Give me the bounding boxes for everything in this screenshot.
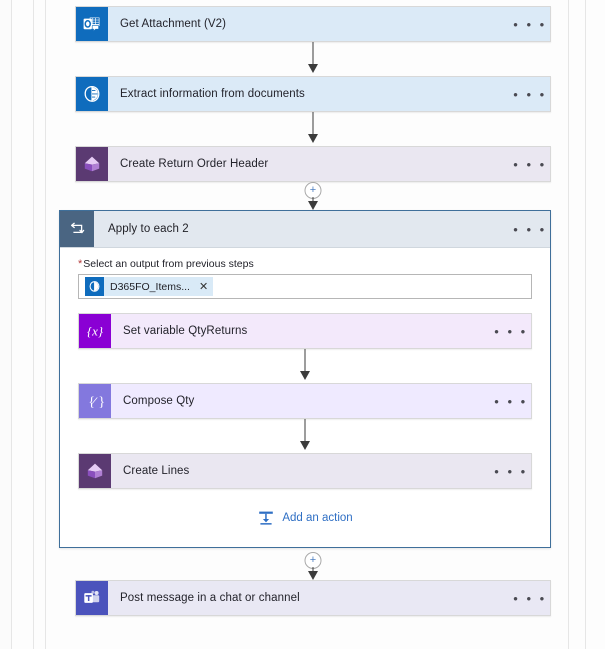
- connector-line: [304, 419, 306, 443]
- action-title: Create Return Order Header: [120, 158, 269, 170]
- add-an-action-label: Add an action: [282, 512, 353, 524]
- connector-insert-step-1[interactable]: +: [75, 182, 551, 210]
- select-output-input[interactable]: D365FO_Items... ✕: [78, 274, 532, 299]
- scope-overflow-menu[interactable]: • • •: [513, 221, 547, 237]
- token-remove-icon[interactable]: ✕: [198, 281, 209, 293]
- action-overflow-menu[interactable]: • • •: [513, 590, 547, 606]
- action-overflow-menu[interactable]: • • •: [513, 156, 547, 172]
- connector-arrowhead: [308, 64, 318, 73]
- action-overflow-menu[interactable]: • • •: [494, 393, 528, 409]
- action-overflow-menu[interactable]: • • •: [494, 323, 528, 339]
- action-card-extract-information[interactable]: Extract information from documents • • •: [75, 76, 551, 112]
- canvas-rail-2: [33, 0, 34, 649]
- scope-body: * Select an output from previous steps D…: [60, 248, 550, 547]
- scope-children: {x} Set variable QtyReturns • • • {: [78, 299, 532, 489]
- connector-arrow-1: [75, 42, 551, 76]
- ai-builder-icon: [76, 77, 108, 111]
- svg-text:{x}: {x}: [87, 324, 104, 339]
- action-card-create-return-order-header[interactable]: Create Return Order Header • • •: [75, 146, 551, 182]
- dynamic-content-token[interactable]: D365FO_Items... ✕: [85, 277, 214, 296]
- canvas-rail-4: [568, 0, 569, 649]
- connector-arrowhead: [308, 201, 318, 210]
- action-title: Get Attachment (V2): [120, 18, 227, 30]
- teams-icon: [76, 581, 108, 615]
- connector-insert-step-2[interactable]: +: [75, 552, 551, 580]
- scope-title: Apply to each 2: [108, 223, 189, 235]
- insert-action-icon: [257, 509, 275, 527]
- canvas-rail-5: [585, 0, 586, 649]
- action-card-compose-qty[interactable]: { } Compose Qty • • •: [78, 383, 532, 419]
- action-card-create-lines[interactable]: Create Lines • • •: [78, 453, 532, 489]
- action-overflow-menu[interactable]: • • •: [513, 86, 547, 102]
- connector-line: [312, 567, 314, 573]
- action-card-set-variable-qtyreturns[interactable]: {x} Set variable QtyReturns • • •: [78, 313, 532, 349]
- loop-icon: [60, 211, 94, 247]
- connector-arrowhead: [308, 571, 318, 580]
- action-title: Extract information from documents: [120, 88, 305, 100]
- add-an-action-button[interactable]: Add an action: [78, 489, 532, 547]
- action-title: Set variable QtyReturns: [123, 325, 248, 337]
- connector-line: [312, 112, 314, 136]
- field-label-text: Select an output from previous steps: [83, 258, 254, 270]
- compose-icon: { }: [79, 384, 111, 418]
- action-card-get-attachment[interactable]: Get Attachment (V2) • • •: [75, 6, 551, 42]
- connector-line: [312, 42, 314, 66]
- canvas-rail-3: [45, 0, 46, 649]
- connector-arrow-3: [78, 349, 532, 383]
- flow-designer-column: Get Attachment (V2) • • • Extract inform…: [59, 0, 551, 649]
- required-marker: *: [78, 257, 83, 270]
- action-overflow-menu[interactable]: • • •: [494, 463, 528, 479]
- action-overflow-menu[interactable]: • • •: [513, 16, 547, 32]
- dataverse-icon: [76, 147, 108, 181]
- svg-text:{: {: [88, 395, 95, 410]
- outlook-icon: [76, 7, 108, 41]
- token-text: D365FO_Items...: [110, 280, 190, 293]
- action-card-post-message[interactable]: Post message in a chat or channel • • •: [75, 580, 551, 616]
- connector-arrowhead: [300, 371, 310, 380]
- connector-line: [312, 197, 314, 203]
- connector-line: [304, 349, 306, 373]
- connector-arrow-2: [75, 112, 551, 146]
- connector-arrow-4: [78, 419, 532, 453]
- connector-arrowhead: [308, 134, 318, 143]
- ai-builder-icon: [85, 277, 104, 296]
- dataverse-icon: [79, 454, 111, 488]
- variables-icon: {x}: [79, 314, 111, 348]
- connector-arrowhead: [300, 441, 310, 450]
- action-title: Compose Qty: [123, 395, 195, 407]
- select-output-label: * Select an output from previous steps: [78, 258, 532, 270]
- canvas-rail-1: [11, 0, 12, 649]
- scope-apply-to-each-2[interactable]: Apply to each 2 • • • * Select an output…: [59, 210, 551, 548]
- action-title: Create Lines: [123, 465, 190, 477]
- scope-header[interactable]: Apply to each 2 • • •: [60, 211, 550, 248]
- action-title: Post message in a chat or channel: [120, 592, 300, 604]
- svg-text:}: }: [98, 395, 105, 410]
